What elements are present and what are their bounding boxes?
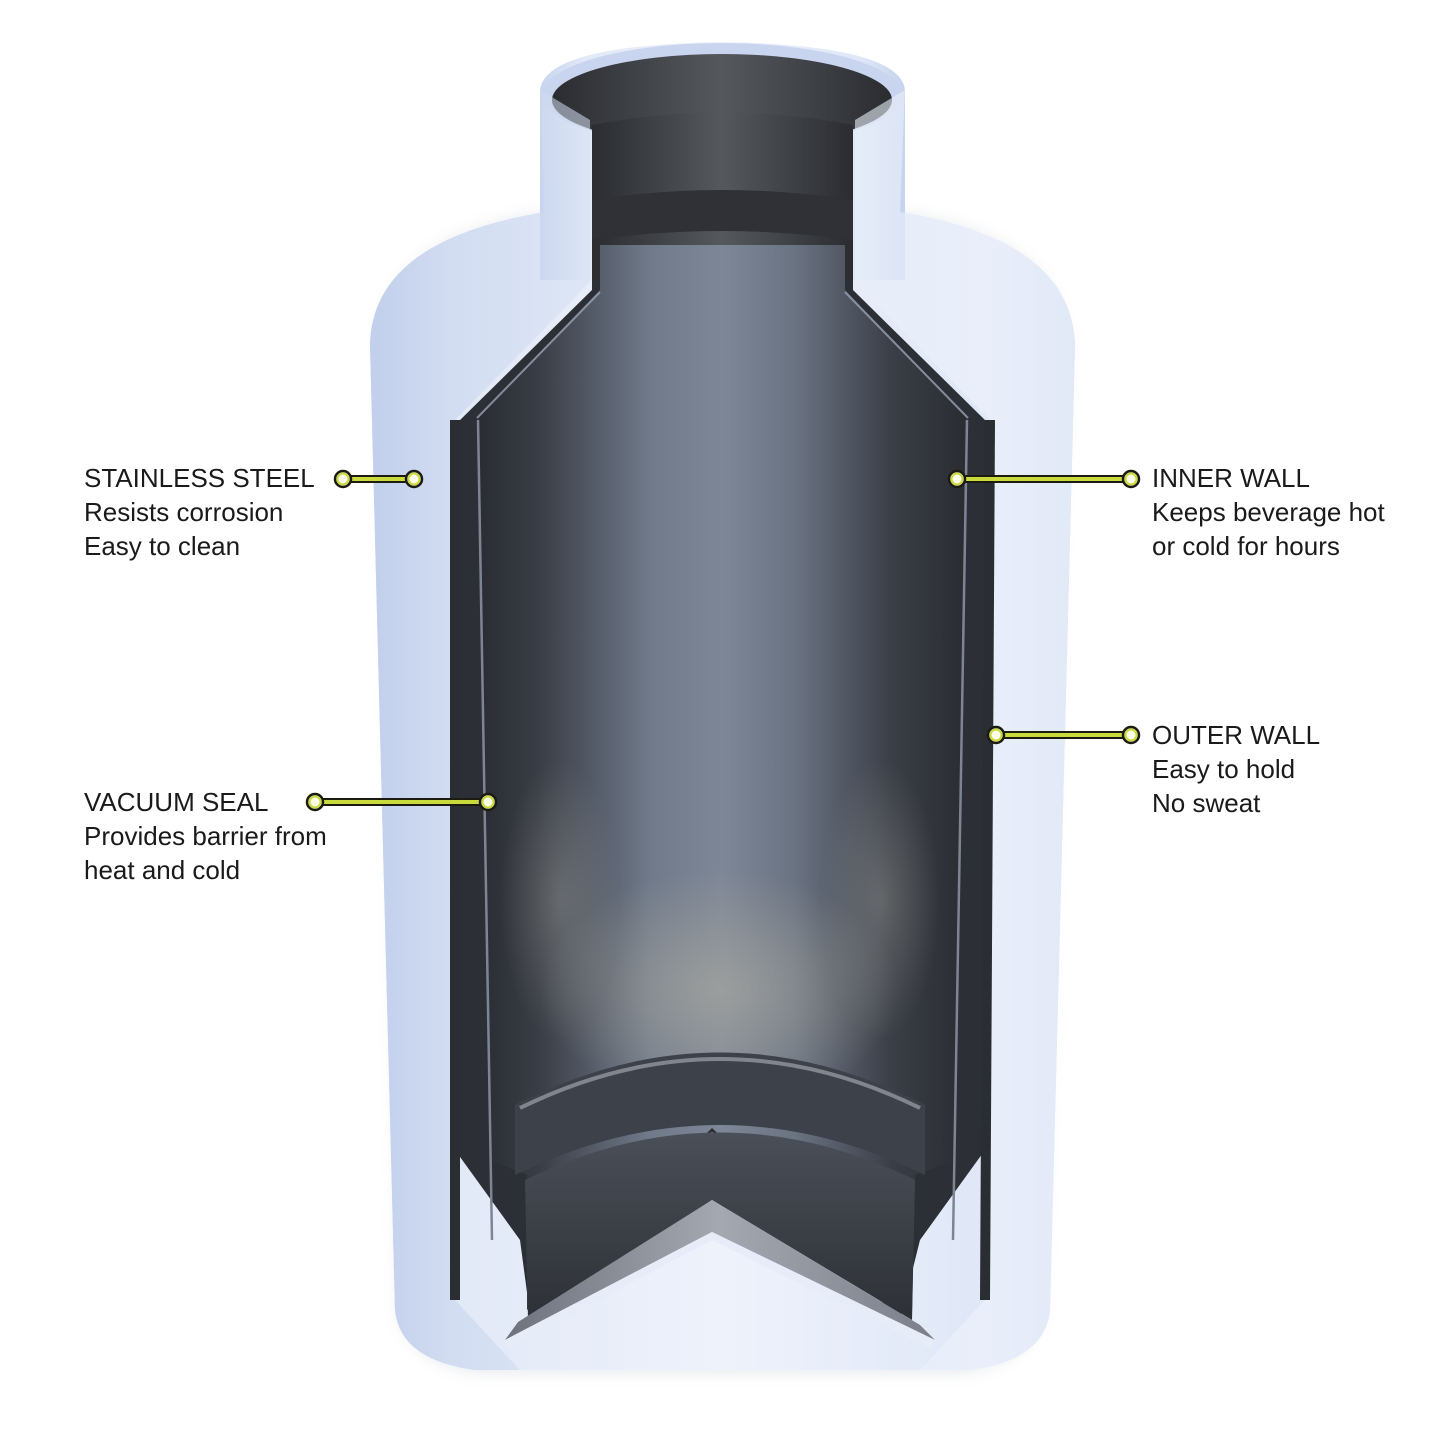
callout-label-stainless-steel: STAINLESS STEEL Resists corrosion Easy t… [84, 461, 315, 563]
callout-label-vacuum-seal: VACUUM SEAL Provides barrier from heat a… [84, 785, 327, 887]
callout-description-line: heat and cold [84, 855, 241, 885]
callout-marker-inner-wall [947, 469, 1141, 489]
callout-description-line: Provides barrier from [84, 821, 327, 851]
callout-description-line: No sweat [1152, 788, 1261, 818]
callout-description-line: Easy to clean [84, 531, 241, 561]
callout-label-inner-wall: INNER WALL Keeps beverage hot or cold fo… [1152, 461, 1385, 563]
callout-marker-vacuum-seal [305, 792, 498, 812]
callout-description-line: or cold for hours [1152, 531, 1340, 561]
callout-marker-outer-wall [986, 725, 1141, 745]
callout-title: VACUUM SEAL [84, 787, 269, 817]
callout-label-outer-wall: OUTER WALL Easy to hold No sweat [1152, 718, 1320, 820]
callout-marker-stainless-steel [333, 469, 424, 489]
callout-title: INNER WALL [1152, 463, 1310, 493]
callout-title: OUTER WALL [1152, 720, 1321, 750]
callout-description-line: Keeps beverage hot [1152, 497, 1385, 527]
callout-title: STAINLESS STEEL [84, 463, 315, 493]
callout-description-line: Resists corrosion [84, 497, 284, 527]
callout-description-line: Easy to hold [1152, 754, 1296, 784]
